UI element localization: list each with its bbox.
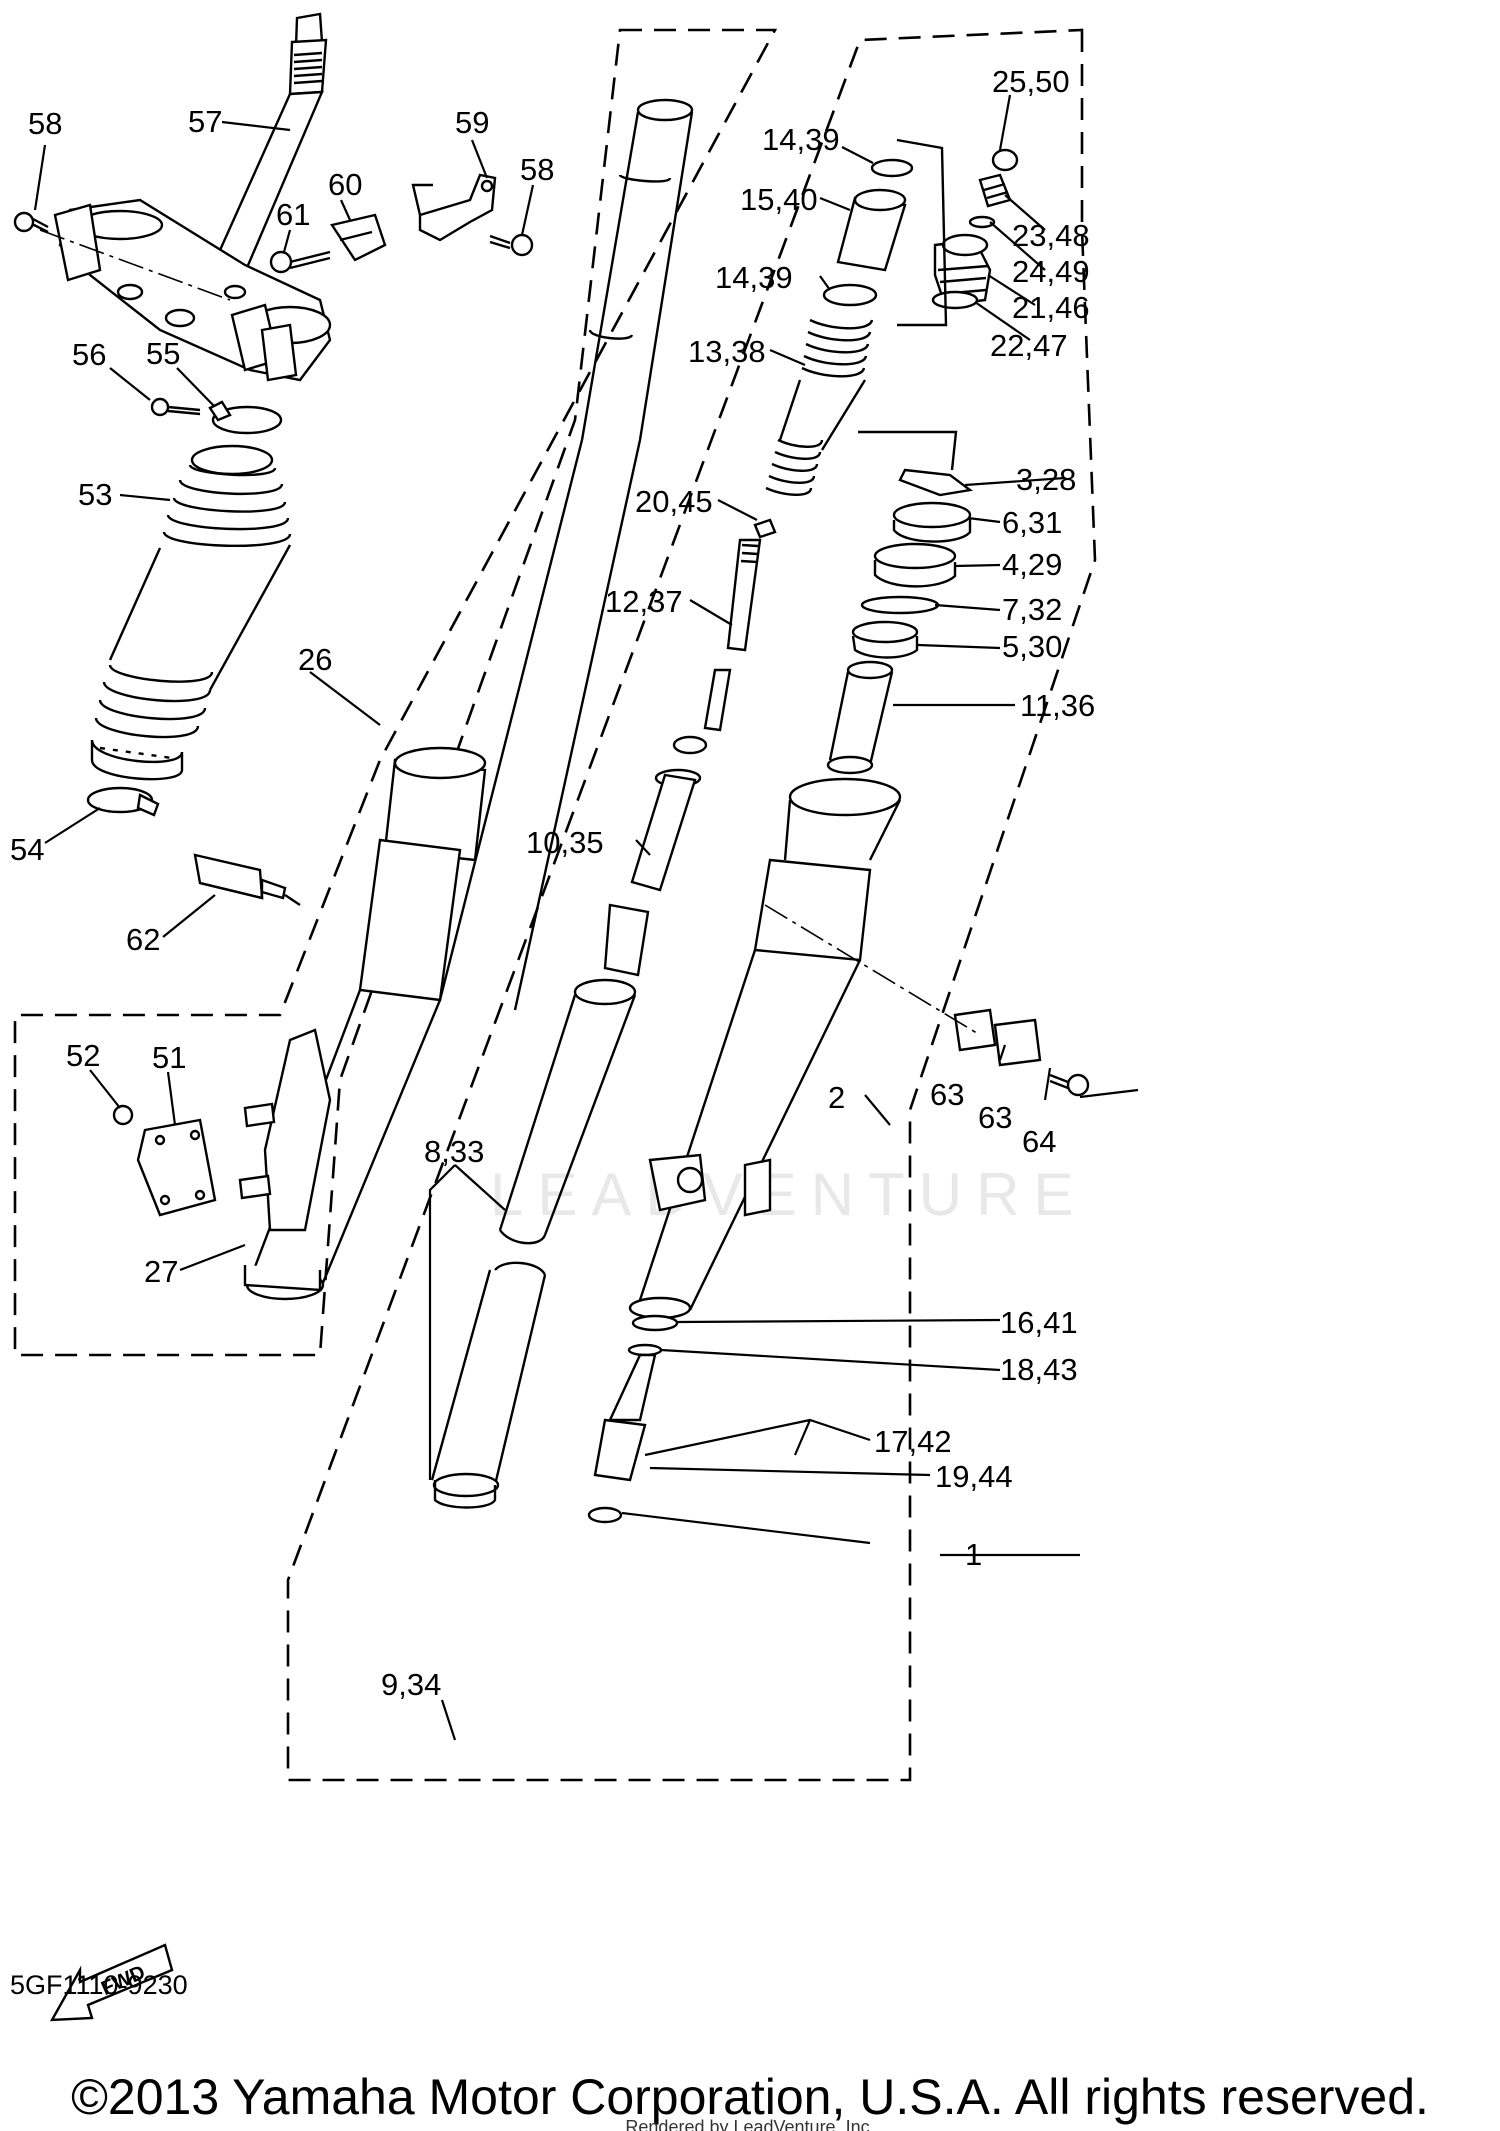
callout-58: 58 xyxy=(28,106,62,141)
copyright-text: ©2013 Yamaha Motor Corporation, U.S.A. A… xyxy=(71,2069,1429,2125)
guard-clamp xyxy=(193,853,301,906)
callout-16-41: 16,41 xyxy=(1000,1305,1078,1340)
callout-13-38: 13,38 xyxy=(688,334,766,369)
boot-clamp-lower xyxy=(86,786,160,817)
callout-1: 1 xyxy=(965,1537,982,1572)
diagram-code: 5GF1110-9230 xyxy=(10,1970,188,2000)
callout-60: 60 xyxy=(328,167,362,202)
callout-15-40: 15,40 xyxy=(740,182,818,217)
callout-18-43: 18,43 xyxy=(1000,1352,1078,1387)
callout-21-46: 21,46 xyxy=(1012,290,1090,325)
callout-27: 27 xyxy=(144,1254,178,1289)
callout-12-37: 12,37 xyxy=(605,584,683,619)
bolt-58-left xyxy=(13,211,49,234)
cable-guide-assembly xyxy=(269,173,534,274)
caliper-bracket-plate xyxy=(112,1104,217,1217)
callout-9-34: 9,34 xyxy=(381,1667,441,1702)
callout-51: 51 xyxy=(152,1040,186,1075)
callout-8-33: 8,33 xyxy=(424,1134,484,1169)
callout-64: 64 xyxy=(1022,1124,1056,1159)
callout-17-42: 17,42 xyxy=(874,1424,952,1459)
callout-26: 26 xyxy=(298,642,332,677)
callout-14-39: 14,39 xyxy=(715,260,793,295)
callout-14-39: 14,39 xyxy=(762,122,840,157)
callout-52: 52 xyxy=(66,1038,100,1073)
callout-53: 53 xyxy=(78,477,112,512)
callout-56: 56 xyxy=(72,337,106,372)
callout-11-36: 11,36 xyxy=(1020,688,1095,723)
callout-6-31: 6,31 xyxy=(1002,505,1062,540)
cap-bolt-group xyxy=(896,138,1019,327)
callout-5-30: 5,30 xyxy=(1002,629,1062,664)
watermark-text: LEADVENTURE xyxy=(490,1161,1088,1228)
callout-20-45: 20,45 xyxy=(635,484,713,519)
callout-63: 63 xyxy=(930,1077,964,1112)
callout-25-50: 25,50 xyxy=(992,64,1070,99)
steering-stem-assembly xyxy=(53,12,332,382)
callout-58: 58 xyxy=(520,152,554,187)
assembly-boundary-outer-tube xyxy=(286,28,1097,1782)
callout-61: 61 xyxy=(276,197,310,232)
rendered-by-text: Rendered by LeadVenture, Inc. xyxy=(625,2117,875,2131)
damper-cylinder xyxy=(430,978,637,1509)
fwd-arrow-icon: FWD xyxy=(49,1943,174,2022)
callout-55: 55 xyxy=(146,336,180,371)
callout-4-29: 4,29 xyxy=(1002,547,1062,582)
axle-holder xyxy=(953,1008,1090,1097)
callout-57: 57 xyxy=(188,104,222,139)
spring-stack xyxy=(765,158,914,496)
seal-group xyxy=(826,430,973,775)
callout-62: 62 xyxy=(126,922,160,957)
callout-19-44: 19,44 xyxy=(935,1459,1013,1494)
damper-rod-group xyxy=(603,518,777,977)
outer-tube-27 xyxy=(243,746,487,1301)
callout-7-32: 7,32 xyxy=(1002,592,1062,627)
callout-63: 63 xyxy=(978,1100,1012,1135)
center-line-stem xyxy=(39,229,231,301)
bracket-bolts xyxy=(238,1102,276,1200)
callout-59: 59 xyxy=(455,105,489,140)
callout-24-49: 24,49 xyxy=(1012,254,1090,289)
fork-boot xyxy=(90,444,292,781)
base-valve-group xyxy=(587,1314,679,1524)
inner-tube-26 xyxy=(438,98,694,1011)
outer-tube-2 xyxy=(628,777,902,1320)
callout-22-47: 22,47 xyxy=(990,328,1068,363)
callout-54: 54 xyxy=(10,832,44,867)
callout-10-35: 10,35 xyxy=(526,825,604,860)
callout-3-28: 3,28 xyxy=(1016,462,1076,497)
callout-labels: 58 57 59 60 58 61 56 55 53 54 62 26 52 5… xyxy=(10,64,1095,1702)
center-line-axle xyxy=(764,904,981,1036)
callout-2: 2 xyxy=(828,1080,845,1115)
leader-lines xyxy=(33,94,1139,1741)
boot-clamp-upper xyxy=(150,397,283,435)
callout-23-48: 23,48 xyxy=(1012,218,1090,253)
